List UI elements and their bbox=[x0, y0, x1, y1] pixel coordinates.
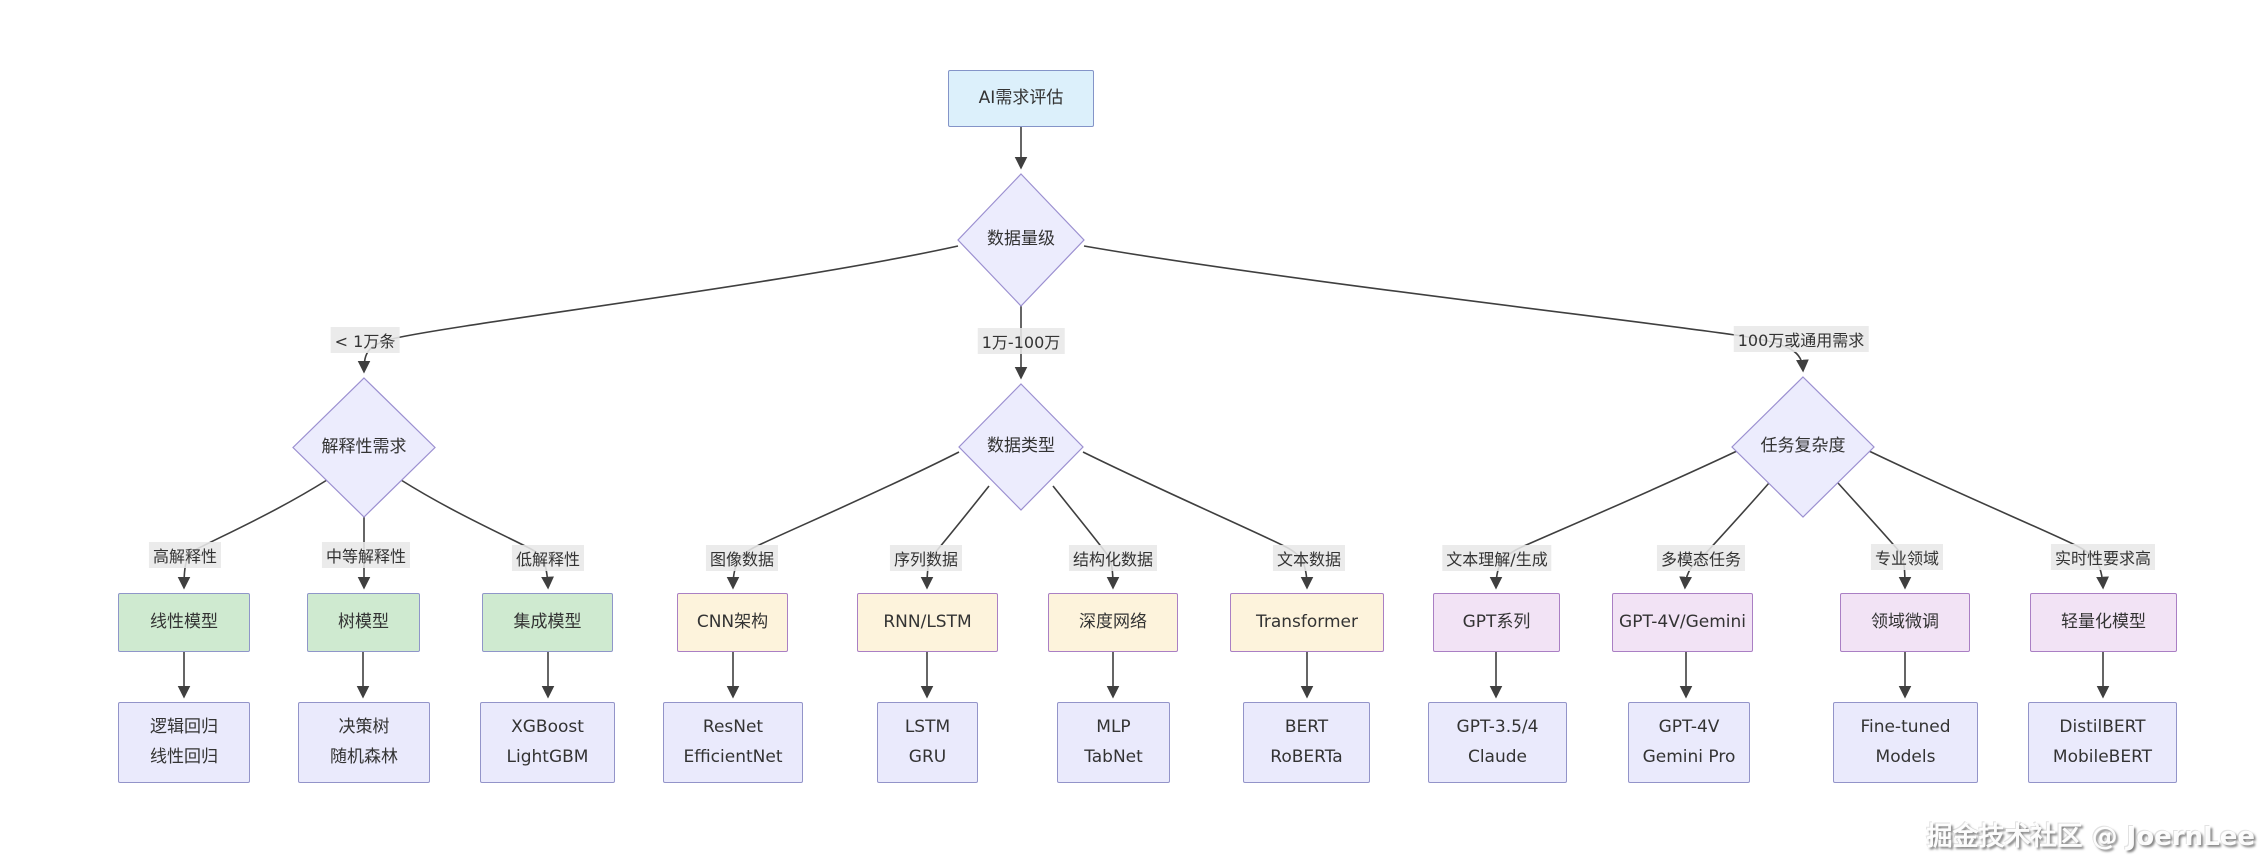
node-explain: 解释性需求 bbox=[293, 378, 435, 517]
edge-label-seq-data: 序列数据 bbox=[889, 545, 963, 571]
node-label: RoBERTa bbox=[1270, 746, 1343, 767]
node-label: 数据类型 bbox=[987, 436, 1055, 457]
node-label: Transformer bbox=[1255, 611, 1358, 632]
node-lstm-gru: LSTM GRU bbox=[877, 702, 978, 783]
node-label: CNN架构 bbox=[696, 611, 769, 632]
node-data-scale: 数据量级 bbox=[958, 174, 1084, 306]
node-label: BERT bbox=[1284, 717, 1329, 738]
node-cnn: CNN架构 bbox=[677, 593, 788, 652]
node-dnn: 深度网络 bbox=[1048, 593, 1178, 652]
node-label: 轻量化模型 bbox=[2061, 611, 2146, 632]
node-label: DistilBERT bbox=[2059, 717, 2146, 738]
node-root: AI需求评估 bbox=[948, 70, 1094, 127]
node-lr: 逻辑回归线性回归 bbox=[118, 702, 250, 783]
edge-label-high-explain: 高解释性 bbox=[148, 542, 222, 568]
node-lightweight: 轻量化模型 bbox=[2030, 593, 2177, 652]
node-linear: 线性模型 bbox=[118, 593, 250, 652]
node-label: AI需求评估 bbox=[978, 87, 1064, 108]
node-dt-rf: 决策树随机森林 bbox=[298, 702, 430, 783]
node-shape-explain bbox=[292, 377, 436, 518]
node-label: 任务复杂度 bbox=[1760, 436, 1846, 457]
edge-label-lt-10k: < 1万条 bbox=[330, 327, 400, 353]
watermark: 掘金技术社区 @ JoernLee bbox=[1926, 822, 2255, 852]
node-label: Claude bbox=[1467, 746, 1528, 767]
node-label: 深度网络 bbox=[1079, 611, 1147, 632]
edge-label-low-explain: 低解释性 bbox=[511, 545, 585, 571]
node-label: GPT-4V/Gemini bbox=[1619, 611, 1746, 632]
node-label: 逻辑回归 bbox=[150, 717, 218, 738]
node-label: 领域微调 bbox=[1871, 611, 1939, 632]
node-label: 随机森林 bbox=[330, 746, 398, 767]
node-finetune: 领域微调 bbox=[1840, 593, 1970, 652]
node-label: GPT-4V bbox=[1658, 717, 1720, 738]
node-label: 树模型 bbox=[338, 611, 389, 632]
node-label: MLP bbox=[1096, 717, 1131, 738]
node-transformer: Transformer bbox=[1230, 593, 1384, 652]
node-label: GPT-3.5/4 bbox=[1456, 717, 1539, 738]
node-label: 决策树 bbox=[338, 717, 390, 738]
node-label: Models bbox=[1875, 746, 1936, 767]
node-task-cplx: 任务复杂度 bbox=[1732, 377, 1874, 517]
edge-label-multimodal: 多模态任务 bbox=[1656, 545, 1746, 571]
edge-label-10k-1m: 1万-100万 bbox=[977, 328, 1065, 354]
node-label: LightGBM bbox=[506, 746, 589, 767]
node-gemini-pro: GPT-4V Gemini Pro bbox=[1628, 702, 1750, 783]
node-mlp: MLP TabNet bbox=[1057, 702, 1170, 783]
edge-label-domain: 专业领域 bbox=[1870, 544, 1944, 570]
node-label: RNN/LSTM bbox=[883, 611, 972, 632]
edge-label-mid-explain: 中等解释性 bbox=[321, 542, 411, 568]
node-rnn: RNN/LSTM bbox=[857, 593, 998, 652]
node-label: MobileBERT bbox=[2052, 746, 2153, 767]
node-label: 线性回归 bbox=[150, 746, 218, 767]
node-label: LSTM bbox=[904, 717, 951, 738]
edge-label-gt-1m: 100万或通用需求 bbox=[1733, 326, 1869, 352]
node-label: EfficientNet bbox=[683, 746, 783, 767]
node-label: ResNet bbox=[702, 717, 764, 738]
node-label: 数据量级 bbox=[987, 229, 1055, 250]
node-shape-task-cplx bbox=[1731, 376, 1875, 518]
edge-label-text-data: 文本数据 bbox=[1272, 545, 1346, 571]
edge-label-image-data: 图像数据 bbox=[705, 545, 779, 571]
node-gpt4v: GPT-4V/Gemini bbox=[1612, 593, 1753, 652]
node-label: TabNet bbox=[1084, 746, 1143, 767]
node-gpt: GPT系列 bbox=[1433, 593, 1560, 652]
node-shape-data-scale bbox=[957, 173, 1085, 307]
node-label: 解释性需求 bbox=[321, 436, 407, 457]
node-label: Fine-tuned bbox=[1860, 717, 1951, 738]
node-distilbert: DistilBERT MobileBERT bbox=[2028, 702, 2177, 783]
node-ensemble: 集成模型 bbox=[482, 593, 613, 652]
edge-label-text-gen: 文本理解/生成 bbox=[1442, 545, 1552, 571]
node-label: XGBoost bbox=[511, 717, 584, 738]
edge-label-realtime: 实时性要求高 bbox=[2050, 544, 2156, 570]
node-label: GPT系列 bbox=[1462, 611, 1531, 632]
node-bert: BERT RoBERTa bbox=[1243, 702, 1370, 783]
node-label: 集成模型 bbox=[513, 611, 582, 632]
node-label: 线性模型 bbox=[150, 611, 218, 632]
node-label: Gemini Pro bbox=[1642, 746, 1736, 767]
edge-label-struct-data: 结构化数据 bbox=[1068, 545, 1158, 571]
node-shape-data-type bbox=[958, 383, 1084, 511]
node-data-type: 数据类型 bbox=[959, 384, 1083, 510]
node-label: GRU bbox=[908, 746, 947, 767]
node-tree: 树模型 bbox=[307, 593, 420, 652]
